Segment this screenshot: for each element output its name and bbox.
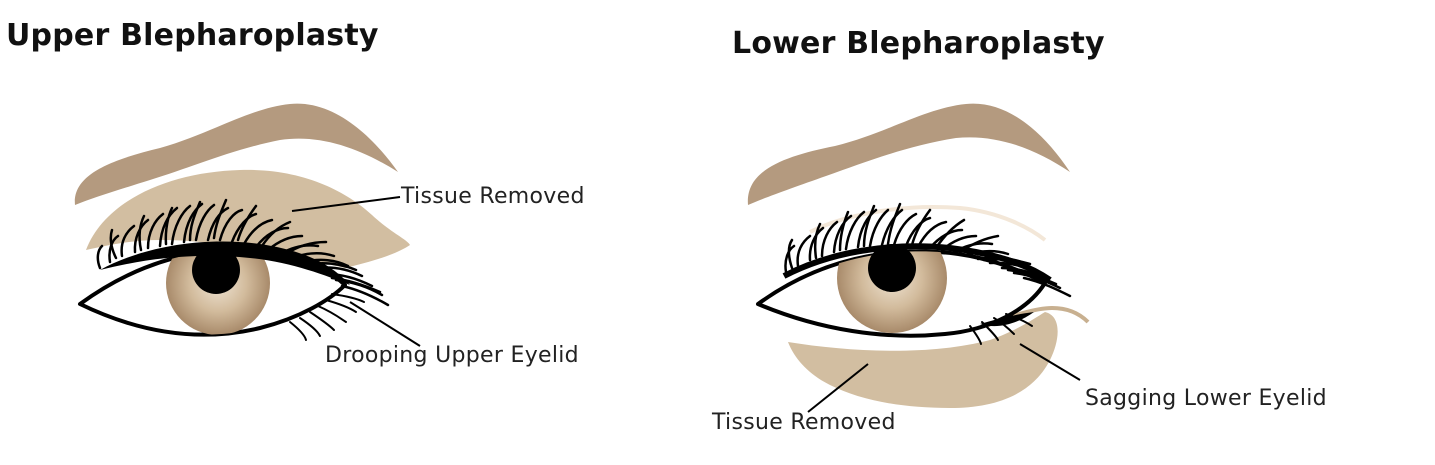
upper-eye-illustration [74,103,421,347]
lower-eye-illustration [747,103,1090,413]
sagging-lower-eyelid-label: Sagging Lower Eyelid [1085,386,1327,411]
lower-lid-outer-shadow [980,312,1034,327]
upper-panel-title: Upper Blepharoplasty [6,18,379,53]
eyebrow [74,103,398,205]
lower-eyelashes [289,293,365,341]
pupil [868,244,916,292]
lower-panel-title: Lower Blepharoplasty [732,26,1105,61]
eyebrow [747,103,1070,205]
drooping-upper-eyelid-label: Drooping Upper Eyelid [325,343,579,368]
upper-eyelid-callout-line [349,301,421,347]
lower-tissue-removed-label: Tissue Removed [712,410,896,435]
upper-tissue-removed-label: Tissue Removed [401,184,585,209]
upper-blepharoplasty-panel: Upper Blepharoplasty Tissue Removed Droo… [0,0,700,465]
upper-eyelashes [784,202,1072,298]
lower-blepharoplasty-panel: Lower Blepharoplasty Tissue Removed Sagg… [700,0,1435,465]
lower-tissue-callout-line [807,363,869,413]
upper-eyelashes [96,198,390,307]
lower-eyelashes [969,313,1033,345]
lower-tissue-removed-area [788,312,1058,408]
lower-eyelid-callout-line [1019,343,1081,381]
pupil [192,246,240,294]
upper-tissue-callout-line [291,196,401,212]
